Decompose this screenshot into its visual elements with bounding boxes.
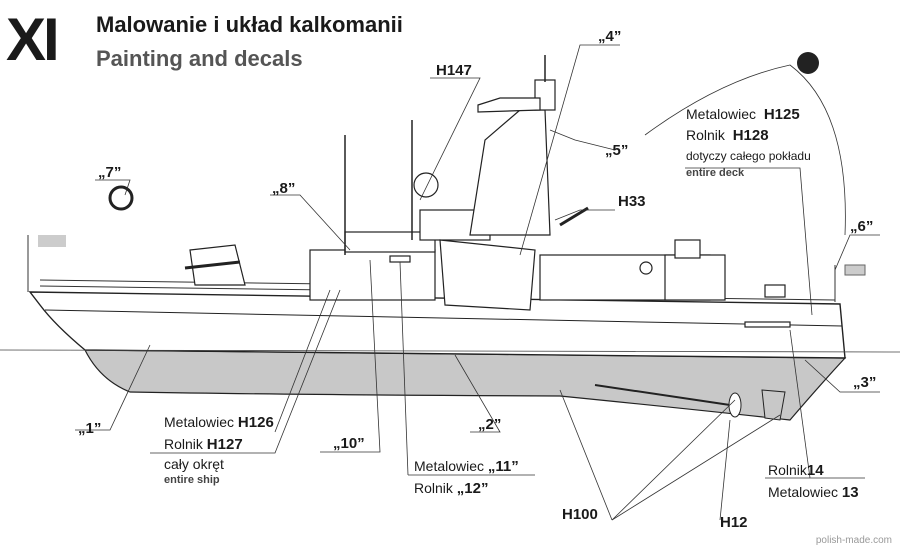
paint-brand: Rolnik — [686, 127, 725, 143]
label-h147: H147 — [436, 62, 472, 79]
label-1: „1” — [78, 420, 102, 437]
label-6: „6” — [850, 218, 874, 235]
label-8: „8” — [272, 180, 296, 197]
leader-lines — [75, 44, 880, 521]
watermark: polish-made.com — [815, 535, 892, 546]
title-english: Painting and decals — [96, 46, 303, 71]
label-10: „10” — [333, 435, 365, 452]
label-7: „7” — [98, 164, 122, 181]
flag-bow — [38, 235, 66, 247]
label-2: „2” — [478, 416, 502, 433]
paint-code: 13 — [841, 484, 859, 501]
paint-brand: Metalowiec — [686, 106, 757, 122]
label-3: „3” — [853, 374, 877, 391]
hull-topsides — [28, 291, 846, 359]
paint-brand: Metalowiec — [164, 414, 238, 430]
paint-brand: Rolnik — [768, 462, 807, 478]
paint-code: H127 — [206, 436, 243, 453]
label-5: „5” — [605, 142, 629, 159]
label-4: „4” — [598, 28, 622, 45]
paint-code: H125 — [763, 106, 800, 123]
label-h33: H33 — [618, 193, 646, 210]
emblem-7 — [108, 185, 134, 211]
note-pl: dotyczy całego pokładu — [686, 149, 811, 163]
paint-code: „11” — [487, 458, 519, 475]
section-number: XI — [6, 6, 60, 73]
paint-code: H128 — [732, 127, 769, 144]
paint-brand: Metalowiec — [414, 458, 488, 474]
masts — [184, 55, 589, 270]
note-en: entire ship — [164, 474, 220, 486]
hull-underwater — [84, 349, 847, 421]
label-h100: H100 — [562, 506, 598, 523]
note-en: entire deck — [686, 167, 745, 179]
paint-brand: Rolnik — [164, 436, 207, 452]
paint-brand: Metalowiec — [768, 484, 842, 500]
label-h12: H12 — [720, 514, 748, 531]
superstructure — [189, 79, 791, 328]
paint-code: H126 — [237, 414, 274, 431]
emblem-deck — [797, 52, 819, 74]
flag-stern — [844, 264, 866, 276]
paint-brand: Rolnik — [414, 480, 457, 496]
note-pl: cały okręt — [164, 456, 224, 472]
title-polish: Malowanie i układ kalkomanii — [96, 12, 403, 37]
paint-code: „12” — [456, 480, 489, 497]
paint-code: 14 — [806, 462, 824, 479]
